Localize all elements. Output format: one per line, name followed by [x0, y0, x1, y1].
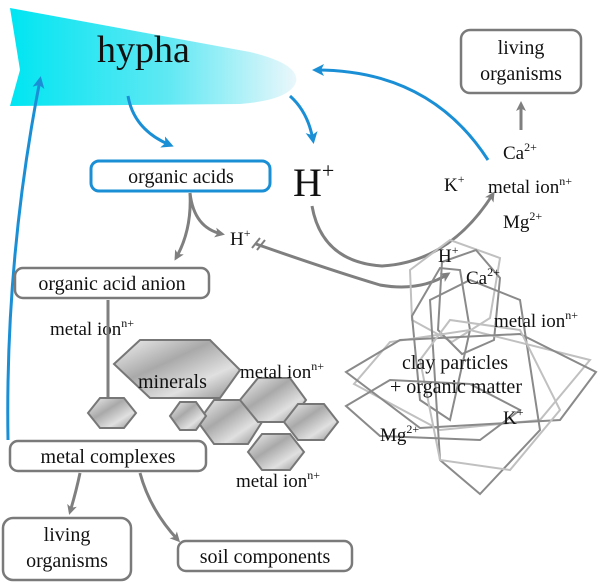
metal-ion-low-label: metal ionn+: [236, 468, 320, 492]
h-plus-big-label: H+: [293, 158, 334, 205]
mineral-mid-3: [282, 403, 340, 441]
mineral-small-left: [86, 397, 138, 429]
clay-particles-line1: clay particles: [402, 352, 508, 374]
arrow-h-plus-to-metal-ion: [310, 191, 495, 268]
arrow-organic-acids-to-h-plus: [188, 192, 225, 238]
minerals-cluster: [86, 339, 340, 471]
ca-top-label: Ca2+: [503, 140, 537, 164]
metal-ion-left-label: metal ionn+: [50, 316, 134, 340]
living-organisms-bottom-line1: living: [44, 524, 91, 546]
arrow-metal-complexes-to-hypha: [6, 76, 45, 441]
metal-complexes-box: [8, 439, 208, 473]
living-organisms-top-box: [459, 28, 583, 95]
h-plus-clay-label: H+: [438, 243, 459, 267]
living-organisms-top-line2: organisms: [480, 63, 562, 85]
metal-complexes-label: metal complexes: [41, 446, 176, 468]
hypha-shape: [10, 8, 297, 106]
mineral-large: [112, 339, 242, 399]
arrow-metal-ion-to-hypha: [312, 64, 490, 161]
mineral-mid-2: [238, 377, 308, 423]
k-top-label: K+: [444, 172, 465, 196]
organic-acids-box: [89, 159, 272, 193]
organic-acids-label: organic acids: [128, 166, 234, 188]
k-clay-label: K+: [503, 405, 524, 429]
soil-components-box: [176, 539, 354, 573]
metal-ion-clay-label: metal ionn+: [494, 308, 578, 332]
arrow-h-plus-to-clay: [255, 242, 451, 289]
arrow-break-mark: [251, 237, 266, 251]
mg-clay-label: Mg2+: [380, 422, 419, 446]
arrow-metal-complexes-to-living-organisms: [67, 472, 82, 515]
ca-clay-label: Ca2+: [466, 265, 500, 289]
living-organisms-top-line1: living: [498, 37, 545, 59]
organic-acid-anion-box: [13, 266, 211, 300]
clay-hexagons: [344, 238, 598, 496]
mineral-mid-4: [246, 433, 306, 471]
mineral-mid-5: [168, 401, 208, 431]
hypha-label: hypha: [97, 29, 190, 71]
metal-ion-mid-label: metal ionn+: [240, 359, 324, 383]
arrow-hypha-to-h-plus: [288, 94, 318, 144]
organic-acid-anion-label: organic acid anion: [38, 273, 185, 295]
soil-components-label: soil components: [200, 546, 331, 568]
arrow-metal-complexes-to-soil-components: [138, 472, 181, 543]
mg-top-label: Mg2+: [503, 209, 542, 233]
living-organisms-bottom-box: [1, 516, 133, 582]
clay-particles-line2: + organic matter: [390, 376, 522, 398]
metal-ion-top-label: metal ionn+: [488, 174, 572, 198]
living-organisms-bottom-line2: organisms: [26, 550, 108, 572]
h-plus-small-label: H+: [230, 226, 251, 250]
arrow-hypha-to-organic-acids: [126, 95, 174, 148]
arrow-organic-acids-to-anion: [174, 192, 192, 261]
minerals-label: minerals: [138, 371, 207, 393]
